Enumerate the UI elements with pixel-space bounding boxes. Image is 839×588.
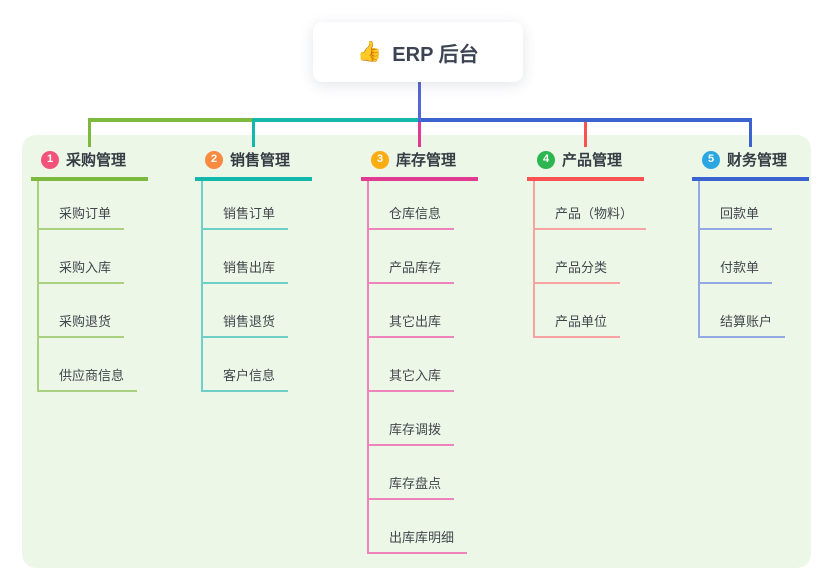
- branch-3-child-4-label: 其它入库: [369, 365, 455, 392]
- branch-5-children: 回款单付款单结算账户: [698, 181, 786, 338]
- branch-3-child-1-label: 仓库信息: [369, 203, 455, 230]
- connector-drop-2: [251, 118, 256, 147]
- branch-2-child-1-label: 销售订单: [203, 203, 289, 230]
- branch-1-label: 采购管理: [66, 152, 127, 169]
- branch-2-child-2[interactable]: 销售出库: [203, 230, 289, 284]
- thumbs-up-icon: 👍: [357, 41, 383, 63]
- branch-2-child-1[interactable]: 销售订单: [203, 181, 289, 230]
- branch-5-child-3[interactable]: 结算账户: [700, 284, 786, 338]
- branch-1-child-3-label: 采购退货: [39, 311, 125, 338]
- connector-bus-midleft: [251, 118, 422, 122]
- connector-bus-left: [87, 118, 256, 122]
- branch-1-child-2-label: 采购入库: [39, 257, 125, 284]
- branch-2-child-3-label: 销售退货: [203, 311, 289, 338]
- branch-4-child-3-label: 产品单位: [535, 311, 621, 338]
- branch-1-child-2[interactable]: 采购入库: [39, 230, 137, 284]
- branch-1-child-3[interactable]: 采购退货: [39, 284, 137, 338]
- branch-1-number-badge: 1: [41, 150, 59, 169]
- branch-4-child-2-label: 产品分类: [535, 257, 621, 284]
- branch-1-child-4-label: 供应商信息: [39, 365, 138, 392]
- branch-5-child-3-label: 结算账户: [700, 311, 786, 338]
- branch-4: 4 产品管理产品（物料） 产品分类产品单位: [527, 146, 647, 338]
- branch-4-label: 产品管理: [562, 152, 623, 169]
- branch-4-number-badge: 4: [537, 150, 555, 169]
- branch-4-child-1-label: 产品（物料）: [535, 203, 647, 230]
- branch-3-child-4[interactable]: 其它入库: [369, 338, 467, 392]
- branch-3-child-2[interactable]: 产品库存: [369, 230, 467, 284]
- branch-2: 2 销售管理销售订单销售出库销售退货客户信息: [195, 146, 312, 392]
- branch-5-child-1[interactable]: 回款单: [700, 181, 785, 230]
- branch-3-child-6[interactable]: 库存盘点: [369, 446, 467, 500]
- branch-2-number-badge: 2: [205, 150, 223, 169]
- branch-1-title[interactable]: 1 采购管理: [31, 146, 148, 181]
- branch-2-children: 销售订单销售出库销售退货客户信息: [201, 181, 289, 392]
- connector-drop-4: [583, 118, 588, 147]
- branch-3: 3 库存管理仓库信息产品库存其它出库其它入库库存调拨库存盘点出库库明细: [361, 146, 478, 554]
- connector-drop-1: [87, 118, 92, 147]
- branch-1-child-1[interactable]: 采购订单: [39, 181, 137, 230]
- root-node[interactable]: 👍 ERP 后台: [313, 22, 523, 82]
- branch-2-child-4-label: 客户信息: [203, 365, 289, 392]
- branch-2-child-3[interactable]: 销售退货: [203, 284, 289, 338]
- branch-4-child-1[interactable]: 产品（物料）: [535, 181, 647, 230]
- branch-3-child-7[interactable]: 出库库明细: [369, 500, 468, 554]
- branch-5-child-1-label: 回款单: [700, 203, 773, 230]
- branch-4-title[interactable]: 4 产品管理: [527, 146, 644, 181]
- branch-3-number-badge: 3: [371, 150, 389, 169]
- branch-4-child-2[interactable]: 产品分类: [535, 230, 646, 284]
- branch-5-title[interactable]: 5 财务管理: [692, 146, 809, 181]
- connector-drop-3: [417, 118, 422, 147]
- branch-2-child-4[interactable]: 客户信息: [203, 338, 289, 392]
- branch-2-title[interactable]: 2 销售管理: [195, 146, 312, 181]
- branch-5-number-badge: 5: [702, 150, 720, 169]
- branch-5-child-2-label: 付款单: [700, 257, 773, 284]
- branches-panel: [22, 135, 811, 568]
- connector-drop-5: [748, 118, 753, 147]
- branch-2-label: 销售管理: [230, 152, 291, 169]
- branch-2-child-2-label: 销售出库: [203, 257, 289, 284]
- branch-3-child-7-label: 出库库明细: [369, 527, 468, 554]
- branch-1: 1 采购管理采购订单采购入库采购退货供应商信息: [31, 146, 148, 392]
- branch-3-child-2-label: 产品库存: [369, 257, 455, 284]
- branch-5: 5 财务管理回款单付款单结算账户: [692, 146, 809, 338]
- connector-bus-right: [417, 118, 753, 122]
- branch-3-child-6-label: 库存盘点: [369, 473, 455, 500]
- branch-4-child-3[interactable]: 产品单位: [535, 284, 646, 338]
- branch-5-label: 财务管理: [727, 152, 788, 169]
- branch-5-child-2[interactable]: 付款单: [700, 230, 785, 284]
- branch-1-child-1-label: 采购订单: [39, 203, 125, 230]
- branch-1-children: 采购订单采购入库采购退货供应商信息: [37, 181, 138, 392]
- branch-3-label: 库存管理: [396, 152, 457, 169]
- branch-3-child-3-label: 其它出库: [369, 311, 455, 338]
- branch-3-child-5-label: 库存调拨: [369, 419, 455, 446]
- branch-1-child-4[interactable]: 供应商信息: [39, 338, 138, 392]
- branch-3-children: 仓库信息产品库存其它出库其它入库库存调拨库存盘点出库库明细: [367, 181, 468, 554]
- branch-4-children: 产品（物料） 产品分类产品单位: [533, 181, 647, 338]
- branch-3-title[interactable]: 3 库存管理: [361, 146, 478, 181]
- root-label: ERP 后台: [392, 43, 479, 66]
- branch-3-child-3[interactable]: 其它出库: [369, 284, 467, 338]
- branch-3-child-5[interactable]: 库存调拨: [369, 392, 467, 446]
- branch-3-child-1[interactable]: 仓库信息: [369, 181, 467, 230]
- root-stem-line: [417, 82, 422, 121]
